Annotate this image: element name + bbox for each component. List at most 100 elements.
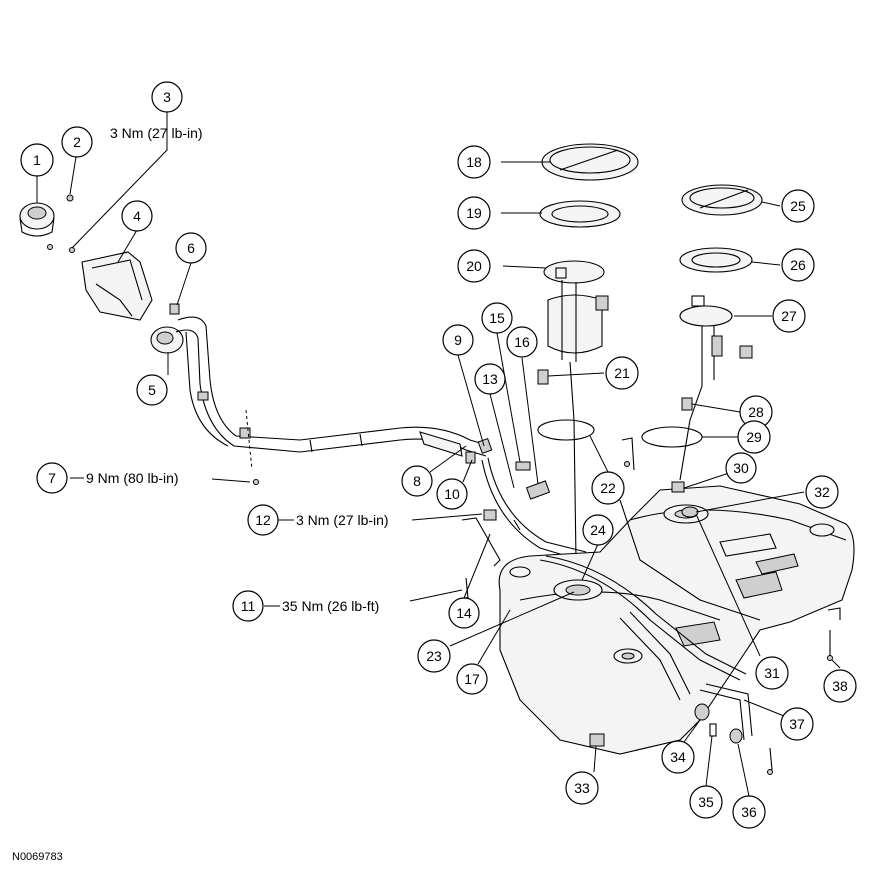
svg-text:12: 12 <box>255 512 271 528</box>
bolt-2 <box>66 194 74 202</box>
reference-code: N0069783 <box>12 851 63 863</box>
svg-text:11: 11 <box>241 598 256 614</box>
svg-text:35: 35 <box>698 794 714 810</box>
callout-38: 38 <box>823 669 857 703</box>
svg-text:9: 9 <box>454 332 462 348</box>
bracket-38 <box>827 607 841 661</box>
clamp-6 <box>169 303 180 315</box>
svg-text:19: 19 <box>466 205 482 221</box>
callout-24: 24 <box>582 514 614 546</box>
svg-text:33: 33 <box>574 780 590 796</box>
callout-26: 26 <box>781 248 815 282</box>
bolt-3b <box>69 247 75 253</box>
callout-30: 30 <box>725 452 757 484</box>
callouts: 1 2 3 4 5 6 7 8 9 10 11 12 13 14 15 16 1… <box>20 81 857 829</box>
svg-text:30: 30 <box>733 460 749 476</box>
svg-text:38: 38 <box>832 678 848 694</box>
lock-ring-18 <box>541 143 639 181</box>
callout-12: 12 <box>247 504 279 536</box>
torque-spec-7: 9 Nm (80 lb-in) <box>86 470 179 486</box>
svg-text:20: 20 <box>466 258 482 274</box>
callout-16: 16 <box>506 326 538 358</box>
callout-14: 14 <box>448 597 480 629</box>
callout-25: 25 <box>781 189 815 223</box>
svg-text:13: 13 <box>482 371 498 387</box>
callout-35: 35 <box>689 785 723 819</box>
callout-9: 9 <box>442 324 474 356</box>
callout-7: 7 <box>36 462 68 494</box>
svg-text:31: 31 <box>764 665 780 681</box>
callout-34: 34 <box>661 740 695 774</box>
svg-text:27: 27 <box>781 308 797 324</box>
svg-text:25: 25 <box>790 198 806 214</box>
bolt-7 <box>253 479 259 485</box>
clip-21 <box>537 369 549 385</box>
svg-text:21: 21 <box>614 365 630 381</box>
torque-spec-12: 3 Nm (27 lb-in) <box>296 512 389 528</box>
callout-20: 20 <box>457 249 491 283</box>
bolt-3a <box>47 244 53 250</box>
callout-11: 11 <box>232 590 264 622</box>
valve-32 <box>681 506 699 518</box>
svg-text:23: 23 <box>426 648 442 664</box>
callout-3: 3 <box>151 81 183 113</box>
tank-strap <box>694 683 773 775</box>
callout-2: 2 <box>61 126 93 158</box>
callout-31: 31 <box>755 656 789 690</box>
callout-6: 6 <box>175 232 207 264</box>
svg-text:28: 28 <box>748 404 764 420</box>
svg-text:24: 24 <box>590 522 606 538</box>
callout-28: 28 <box>739 395 773 429</box>
torque-spec-11: 35 Nm (26 lb-ft) <box>282 598 379 614</box>
svg-text:3: 3 <box>163 89 171 105</box>
callout-37: 37 <box>780 707 814 741</box>
svg-text:8: 8 <box>413 473 421 489</box>
callout-5: 5 <box>136 374 168 406</box>
filler-cap-housing <box>19 202 55 237</box>
torque-spec-3: 3 Nm (27 lb-in) <box>110 125 203 141</box>
filler-neck <box>150 326 184 354</box>
callout-27: 27 <box>772 299 806 333</box>
callout-4: 4 <box>121 200 153 232</box>
callout-13: 13 <box>474 363 506 395</box>
connector-30 <box>671 481 685 493</box>
svg-text:7: 7 <box>48 470 56 486</box>
lock-ring-25 <box>681 184 763 216</box>
callout-18: 18 <box>457 145 491 179</box>
o-ring-22 <box>537 419 595 441</box>
svg-text:15: 15 <box>489 310 505 326</box>
o-ring-29 <box>641 426 703 448</box>
callout-22: 22 <box>591 471 625 505</box>
fuel-sender-unit <box>679 295 753 481</box>
vapor-lines <box>481 457 587 561</box>
seal-26 <box>679 247 753 273</box>
callout-23: 23 <box>417 639 451 673</box>
callout-10: 10 <box>436 478 468 510</box>
svg-text:37: 37 <box>789 716 805 732</box>
svg-text:34: 34 <box>670 749 686 765</box>
svg-text:17: 17 <box>464 671 480 687</box>
callout-36: 36 <box>732 795 766 829</box>
svg-text:14: 14 <box>456 605 472 621</box>
svg-text:29: 29 <box>746 429 762 445</box>
svg-text:18: 18 <box>466 154 482 170</box>
svg-text:36: 36 <box>741 804 757 820</box>
callout-1: 1 <box>20 143 54 177</box>
callout-33: 33 <box>565 771 599 805</box>
leader-lines <box>36 111 841 797</box>
callout-15: 15 <box>481 302 513 334</box>
svg-text:2: 2 <box>73 134 81 150</box>
callout-8: 8 <box>401 465 433 497</box>
svg-text:10: 10 <box>444 486 460 502</box>
callout-21: 21 <box>605 356 639 390</box>
svg-text:16: 16 <box>514 334 530 350</box>
callout-19: 19 <box>457 196 491 230</box>
svg-text:1: 1 <box>33 152 41 168</box>
svg-text:6: 6 <box>187 240 195 256</box>
clip-28 <box>681 397 693 411</box>
hose-8 <box>419 431 493 464</box>
svg-text:22: 22 <box>600 480 616 496</box>
svg-text:4: 4 <box>133 208 141 224</box>
callout-32: 32 <box>805 475 839 509</box>
